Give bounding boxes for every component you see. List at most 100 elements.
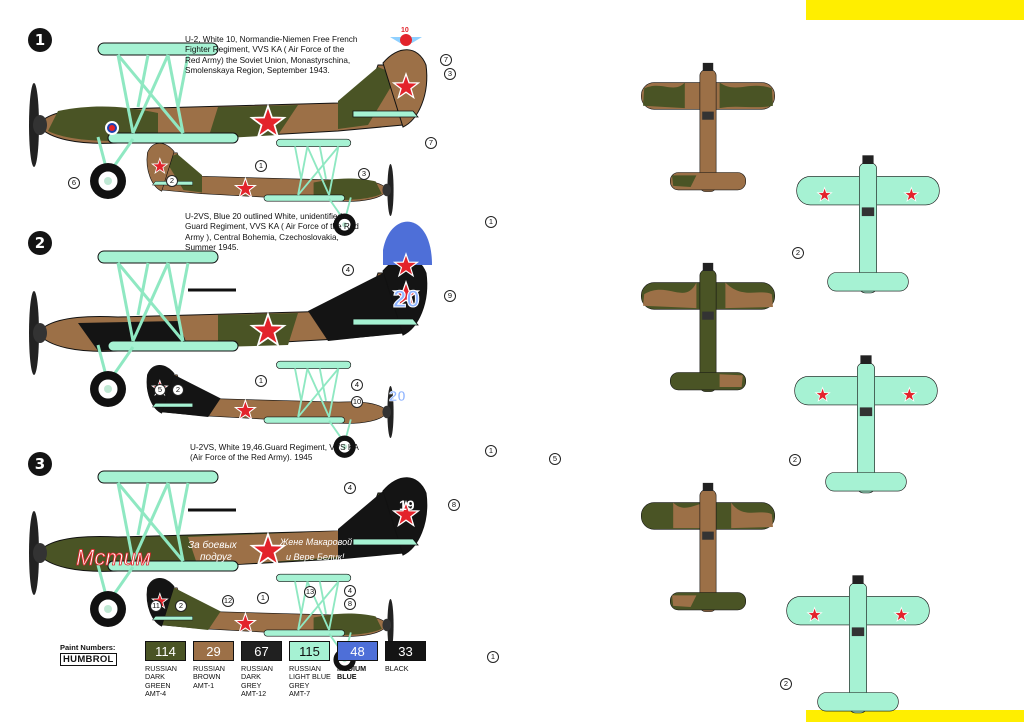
profile-3-top-view xyxy=(641,482,775,612)
callout-2: 2 xyxy=(789,454,801,466)
spinner xyxy=(382,405,392,419)
slogan-za-boevyh: За боевых xyxy=(188,539,238,551)
wing-strut xyxy=(318,368,327,402)
spinner xyxy=(33,323,47,343)
tailplane-plan xyxy=(825,472,907,492)
upper-wing xyxy=(276,360,352,369)
paint-label-line: LIGHT BLUE xyxy=(289,672,331,682)
slogan-makarovoy: Жене Макаровой xyxy=(279,537,352,547)
emblem-badge xyxy=(400,34,412,46)
callout-2: 2 xyxy=(780,678,792,690)
wing-strut xyxy=(297,368,309,418)
camo-patch xyxy=(672,595,697,607)
wing-strut xyxy=(294,368,303,402)
caption-line: U-2VS, White 19,46.Guard Regiment, VVS K… xyxy=(190,443,359,452)
sheet-white-area xyxy=(806,20,1024,710)
wing-strut xyxy=(131,262,170,342)
paint-label-line: RUSSIAN xyxy=(241,664,273,673)
wing-strut xyxy=(328,581,340,631)
cockpit-plan xyxy=(702,531,714,540)
callout-1: 1 xyxy=(257,592,269,604)
tailplane xyxy=(352,110,419,118)
tail-number-20: 20 xyxy=(393,286,420,313)
profile-3-caption: U-2VS, White 19,46.Guard Regiment, VVS K… xyxy=(190,443,359,464)
paint-label-line: BLACK xyxy=(385,664,409,673)
paint-numbers-title: Paint Numbers: xyxy=(60,643,116,652)
lower-wing xyxy=(107,340,239,352)
paint-label-line: MEDIUM xyxy=(337,664,367,673)
paint-swatch-114: 114 xyxy=(145,641,186,661)
paint-label-line: DARK xyxy=(145,672,165,682)
profile-2-caption: U-2VS, Blue 20 outlined White, unidentif… xyxy=(185,212,359,254)
callout-12: 12 xyxy=(222,595,234,607)
paint-label-33: BLACK xyxy=(385,664,433,673)
callout-2: 2 xyxy=(792,247,804,259)
wing-strut xyxy=(131,54,170,134)
wing-strut xyxy=(294,146,303,180)
small-tail-number-19: 19 xyxy=(392,596,404,607)
callout-13: 13 xyxy=(304,586,316,598)
callout-8: 8 xyxy=(344,598,356,610)
paint-label-line: DARK xyxy=(241,672,261,682)
profile-1-caption: U-2, White 10, Normandie-Niemen Free Fre… xyxy=(185,35,357,77)
wing-strut xyxy=(131,482,170,562)
wing-strut xyxy=(116,482,135,562)
callout-5: 5 xyxy=(549,453,561,465)
cockpit-plan xyxy=(859,407,873,417)
engine-plan xyxy=(702,62,714,71)
paint-label-line: GREY xyxy=(289,680,310,690)
wing-strut xyxy=(176,262,190,316)
french-roundel-center xyxy=(109,125,115,131)
paint-label-line: AMT-12 xyxy=(241,689,267,699)
profile-3-small-side-view xyxy=(146,573,394,672)
camo-patch xyxy=(673,502,708,529)
paint-label-line: AMT-1 xyxy=(193,680,215,690)
profile-number-1: 1 xyxy=(28,28,52,52)
main-wheel xyxy=(89,370,127,408)
cockpit-plan xyxy=(851,627,865,637)
humbrol-brand-label: HUMBROL xyxy=(60,653,117,666)
paint-label-line: AMT-4 xyxy=(145,689,167,699)
profile-number-2: 2 xyxy=(28,231,52,255)
camo-patch xyxy=(643,82,685,109)
callout-4: 4 xyxy=(344,585,356,597)
spinner xyxy=(382,183,392,197)
wing-strut xyxy=(136,54,150,108)
tailplane xyxy=(151,403,193,408)
squadron-emblem: 10 xyxy=(390,27,422,46)
callout-3: 3 xyxy=(444,68,456,80)
tailplane-plan xyxy=(817,692,899,712)
callout-4: 4 xyxy=(351,379,363,391)
wing-strut xyxy=(318,146,327,180)
callout-10: 10 xyxy=(351,396,363,408)
callout-4: 4 xyxy=(342,264,354,276)
spinner xyxy=(33,543,47,563)
callout-2: 2 xyxy=(175,600,187,612)
callout-9: 9 xyxy=(444,290,456,302)
slogan-podrug: подруг xyxy=(200,552,232,563)
tailplane-plan xyxy=(827,272,909,292)
wing-strut xyxy=(116,54,135,134)
camo-patch xyxy=(725,282,773,309)
tailplane xyxy=(352,538,419,546)
profile-3-side-view xyxy=(29,470,428,628)
upper-wing xyxy=(276,138,352,147)
callout-1: 1 xyxy=(255,375,267,387)
callout-3: 3 xyxy=(358,168,370,180)
paint-label-line: GREEN xyxy=(145,680,171,690)
wing-strut xyxy=(328,368,340,418)
lower-wing xyxy=(107,560,239,572)
callout-11: 11 xyxy=(150,600,162,612)
paint-label-line: AMT-7 xyxy=(289,689,311,699)
tailplane xyxy=(151,616,193,621)
profile-1-top-view xyxy=(641,62,775,192)
profile-2-small-side-view xyxy=(146,360,394,459)
tailplane xyxy=(352,318,419,326)
lower-wing xyxy=(263,194,345,202)
camo-patch xyxy=(672,175,697,187)
